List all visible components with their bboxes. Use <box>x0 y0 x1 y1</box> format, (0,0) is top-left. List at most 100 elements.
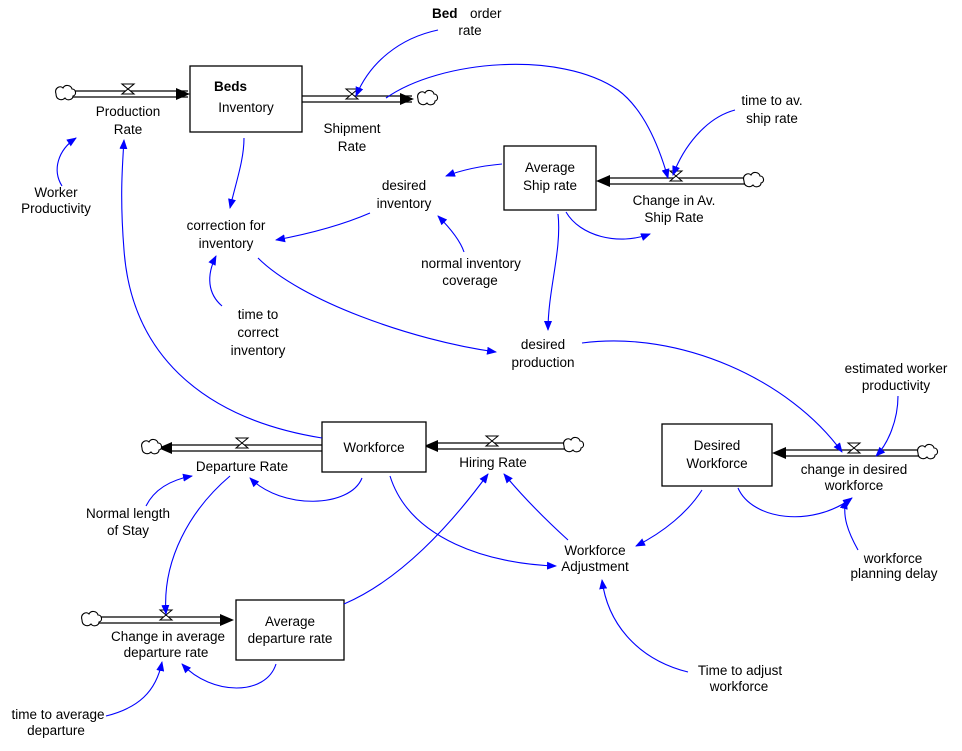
link-avg-ship-rate-to-desired-production <box>544 213 560 331</box>
workforce-planning-delay-label-2: planning delay <box>850 566 937 581</box>
average-ship-rate-label-2: Ship rate <box>523 178 577 193</box>
production-rate-label-2: Rate <box>114 122 143 137</box>
link-desired-workforce-to-adjustment <box>635 489 703 547</box>
valve-icon <box>120 83 136 95</box>
cloud-icon <box>141 438 163 455</box>
workforce-planning-delay-label-1: workforce <box>863 551 923 566</box>
desired-production-label-1: desired <box>521 337 565 352</box>
beds-inventory-label: Inventory <box>218 100 274 115</box>
stock-average-departure-rate[interactable] <box>235 599 345 661</box>
time-to-av-ship-rate-label-2: ship rate <box>746 111 798 126</box>
link-desired-workforce-to-change <box>737 487 853 518</box>
workforce-adjustment-label-1: Workforce <box>564 543 625 558</box>
change-avg-departure-rate-label-1: Change in average <box>111 629 225 644</box>
shipment-rate-label-1: Shipment <box>323 121 380 136</box>
link-workforce-to-production-rate <box>119 139 323 439</box>
departure-rate-label: Departure Rate <box>196 459 288 474</box>
cloud-icon <box>743 171 765 188</box>
cloud-icon <box>81 610 103 627</box>
valve-icon <box>484 435 500 447</box>
time-to-correct-inventory-label-2: correct <box>237 325 279 340</box>
link-time-correct-to-correction <box>208 255 223 307</box>
time-to-correct-inventory-label-1: time to <box>238 307 279 322</box>
link-avg-ship-rate-to-desired-inventory <box>445 163 503 177</box>
normal-inventory-coverage-label-1: normal inventory <box>421 256 521 271</box>
estimated-worker-productivity-label-2: productivity <box>862 378 931 393</box>
correction-for-inventory-label-1: correction for <box>187 218 266 233</box>
change-av-ship-rate-label-2: Ship Rate <box>644 210 703 225</box>
beds-inventory-label-bold: Beds <box>214 79 247 94</box>
change-av-ship-rate-label-1: Change in Av. <box>633 193 716 208</box>
estimated-worker-productivity-label-1: estimated worker <box>845 361 948 376</box>
shipment-rate-label-2: Rate <box>338 139 367 154</box>
average-departure-rate-label-2: departure rate <box>248 631 333 646</box>
desired-inventory-label-2: inventory <box>377 196 432 211</box>
valve-icon <box>668 170 684 182</box>
time-to-adjust-workforce-label-2: workforce <box>709 679 769 694</box>
link-avg-departure-to-change <box>181 663 277 689</box>
worker-productivity-label-2: Productivity <box>21 201 91 216</box>
labels: Beds Inventory Average Ship rate Workfor… <box>11 6 947 738</box>
correction-for-inventory-label-2: inventory <box>199 236 254 251</box>
clouds <box>55 84 939 627</box>
stocks <box>189 65 773 661</box>
normal-inventory-coverage-label-2: coverage <box>442 273 498 288</box>
departure-rate-pipe <box>158 442 322 454</box>
link-beds-inventory-to-correction <box>228 137 245 209</box>
link-workforce-to-departure-rate <box>249 477 363 502</box>
cloud-icon <box>563 436 585 453</box>
link-normal-coverage-to-desired-inventory <box>437 215 465 253</box>
cloud-icon <box>917 443 939 460</box>
hiring-rate-pipe <box>424 440 568 452</box>
valve-icon <box>344 88 360 100</box>
link-avg-ship-rate-to-change <box>565 211 651 241</box>
bed-order-rate-label-2: rate <box>458 23 481 38</box>
desired-production-label-2: production <box>511 355 574 370</box>
stock-average-ship-rate[interactable] <box>503 145 597 211</box>
link-normal-stay-to-departure-rate <box>145 473 193 507</box>
link-avg-departure-to-hiring-rate <box>343 473 489 605</box>
flow-pipes <box>70 88 922 626</box>
desired-workforce-label-1: Desired <box>694 438 741 453</box>
link-estimated-productivity-to-change <box>875 395 899 457</box>
time-to-av-ship-rate-label-1: time to av. <box>741 93 802 108</box>
average-ship-rate-label-1: Average <box>525 160 575 175</box>
desired-workforce-label-2: Workforce <box>686 456 747 471</box>
valve-icon <box>234 437 250 449</box>
worker-productivity-label-1: Worker <box>34 185 78 200</box>
stock-desired-workforce[interactable] <box>661 423 773 487</box>
link-desired-inventory-to-correction <box>275 212 371 243</box>
link-bed-order-rate-to-shipment <box>355 29 439 97</box>
link-time-avg-departure-to-change <box>105 661 165 717</box>
time-to-average-departure-label-1: time to average <box>11 707 104 722</box>
hiring-rate-label: Hiring Rate <box>459 455 527 470</box>
link-departure-rate-to-change-avg-departure <box>161 475 231 615</box>
link-correction-to-desired-production <box>257 257 497 355</box>
time-to-adjust-workforce-label-1: Time to adjust <box>698 663 783 678</box>
link-adjustment-to-hiring-rate <box>503 473 569 541</box>
change-avg-departure-rate-pipe <box>96 614 234 626</box>
causal-links <box>56 29 899 717</box>
production-rate-label-1: Production <box>96 104 161 119</box>
link-time-adjust-to-adjustment <box>599 579 689 673</box>
workforce-label: Workforce <box>343 440 404 455</box>
normal-length-of-stay-label-1: Normal length <box>86 506 170 521</box>
stock-beds-inventory[interactable] <box>189 65 303 133</box>
bed-order-rate-label-rest: order <box>470 6 502 21</box>
cloud-icon <box>55 84 77 101</box>
change-desired-workforce-label-1: change in desired <box>801 462 908 477</box>
change-avg-departure-rate-label-2: departure rate <box>124 645 209 660</box>
stock-workforce[interactable] <box>321 421 427 473</box>
change-desired-workforce-pipe <box>772 447 922 459</box>
link-worker-productivity-to-production-rate <box>56 137 77 187</box>
desired-inventory-label-1: desired <box>382 178 426 193</box>
normal-length-of-stay-label-2: of Stay <box>107 523 149 538</box>
link-planning-delay-to-change <box>839 499 859 551</box>
time-to-correct-inventory-label-3: inventory <box>231 343 286 358</box>
valve-icon <box>846 442 862 454</box>
link-time-to-av-ship-to-change <box>672 109 736 176</box>
change-desired-workforce-label-2: workforce <box>824 478 884 493</box>
link-desired-production-to-change-desired-workforce <box>581 340 843 453</box>
workforce-adjustment-label-2: Adjustment <box>561 559 629 574</box>
